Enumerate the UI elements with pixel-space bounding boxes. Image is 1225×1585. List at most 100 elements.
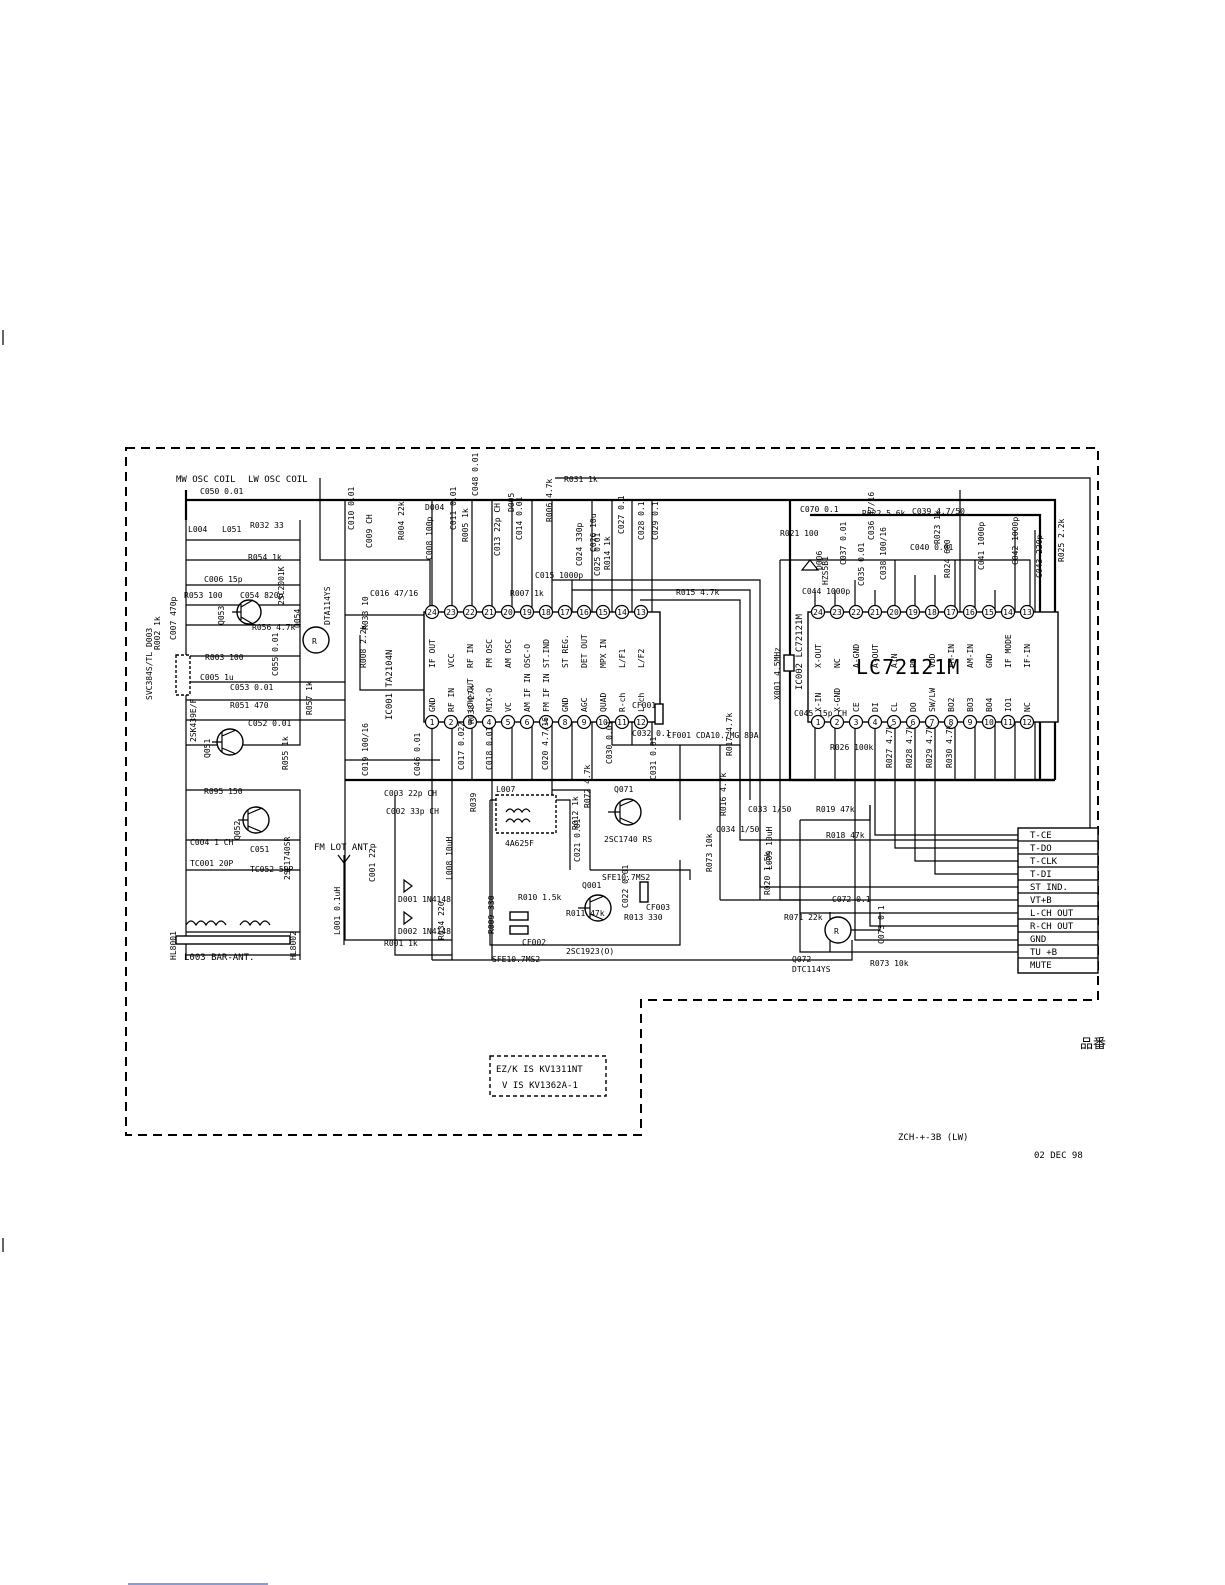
svg-text:Q072: Q072 [792, 955, 811, 964]
side-mark: 品番 [1080, 1037, 1106, 1052]
ic001-pin-number: 13 [636, 608, 646, 617]
ic002-top-pins: 24X-OUT23NC22A-GND21A-OUT20AIN19PD18VDD1… [810, 604, 1035, 668]
ic001-pin-function: GND [561, 697, 570, 712]
component-label: R001 1k [384, 939, 418, 948]
ic002-pin-number: 3 [854, 718, 859, 727]
ic002-pin-function: A-GND [852, 644, 861, 668]
ic002-pin-function: AIN [890, 653, 899, 668]
ic002-pin-number: 2 [835, 718, 840, 727]
ic002-pin-function: X-OUT [814, 644, 823, 668]
component-label: R056 4.7k [252, 623, 296, 632]
svg-text:DTC114YS: DTC114YS [792, 965, 831, 974]
component-label: TC001 20P [190, 859, 234, 868]
ic001-pin-13: 13L/F2 [633, 604, 649, 668]
component-label: C048 0.01 [471, 452, 480, 496]
component-label: R034 220 [437, 901, 446, 940]
component-label: R015 4.7k [676, 588, 720, 597]
ic001-pin-number: 11 [617, 718, 627, 727]
svg-text:HZS5B1: HZS5B1 [821, 556, 830, 585]
coil-label-lw: LW OSC COIL [248, 475, 308, 485]
antenna-section: FM LOT ANT. L001 0.1uH L003 BAR-ANT. HL8… [169, 826, 774, 963]
component-label: C026 10u [589, 513, 598, 552]
svg-text:2SK439E/F: 2SK439E/F [189, 698, 198, 742]
connector-pin-gnd: GND [1030, 935, 1046, 945]
component-label: R028 4.7k [905, 724, 914, 768]
ic002-pin-number: 13 [1022, 608, 1032, 617]
ic002-pin-function: CL [890, 702, 899, 712]
connector-pin-t-do: T-DO [1030, 844, 1052, 854]
svg-text:Q054: Q054 [293, 609, 302, 628]
ic002: IC002 LC72121M LC72121M 24X-OUT23NC22A-G… [795, 604, 1059, 730]
ic001-pin-number: 22 [465, 608, 475, 617]
svg-text:DTA114YS: DTA114YS [323, 586, 332, 625]
svg-text:L001 0.1uH: L001 0.1uH [333, 887, 342, 935]
component-label: C041 1000p [977, 522, 986, 570]
ic001-pin-number: 7 [544, 718, 549, 727]
component-label: R025 2.2k [1057, 518, 1066, 562]
component-label: C036 47/16 [867, 492, 876, 540]
ic001-pin-function: MPX IN [599, 639, 608, 668]
svg-text:L007: L007 [496, 785, 515, 794]
component-label: R055 1k [281, 736, 290, 770]
svg-text:D001 1N4148: D001 1N4148 [398, 895, 451, 904]
component-label: C013 22p CH [493, 503, 502, 556]
component-label: R024 680 [943, 539, 952, 578]
ic001-pin-function: RF IN [447, 688, 456, 712]
component-label: C018 0.01 [485, 726, 494, 770]
component-label: R011 47k [566, 909, 605, 918]
ic001-pin-function: ST REG. [561, 634, 570, 668]
ic001-pin-7: 7FM IF IN [538, 673, 554, 730]
ic001-pin-function: L/F2 [637, 649, 646, 668]
component-label: R020 1.5k [763, 851, 772, 895]
component-label: R030 4.7k [945, 724, 954, 768]
model-note-line1: EZ/K IS KV1311NT [496, 1065, 583, 1075]
ic001-pin-number: 2 [449, 718, 454, 727]
connector-pin-t-di: T-DI [1030, 870, 1052, 880]
ic001-pin-number: 9 [582, 718, 587, 727]
component-label: R012 1k [571, 796, 580, 830]
ic001-pin-function: QUAD [599, 693, 608, 712]
component-label: R018 47k [826, 831, 865, 840]
component-label: C044 1000p [802, 587, 850, 596]
ic001-pin-function: R-ch [618, 693, 627, 712]
ic001-pin-number: 18 [541, 608, 551, 617]
svg-text:SFE10.7MS2: SFE10.7MS2 [492, 955, 540, 964]
ic001-pin-number: 19 [522, 608, 532, 617]
component-label: C039 4.7/50 [912, 507, 965, 516]
component-label: R004 22k [397, 501, 406, 540]
component-label: C008 100p [425, 516, 434, 560]
svg-text:R: R [312, 637, 317, 646]
ic002-pin-number: 17 [946, 608, 956, 617]
component-label: C051 [250, 845, 269, 854]
transistor-q001: Q001 2SC1923(O) [566, 881, 614, 956]
svg-text:2SC1740 RS: 2SC1740 RS [604, 835, 652, 844]
component-label: C034 1/50 [716, 825, 760, 834]
svg-text:D002 1N4148: D002 1N4148 [398, 927, 451, 936]
ic002-pin-number: 11 [1003, 718, 1013, 727]
ic001-pin-function: VC [504, 702, 513, 712]
ic002-pin-1: 1X-IN [810, 693, 826, 730]
component-label: C001 22p [368, 843, 377, 882]
component-label: D005 [507, 493, 516, 512]
ic001-pin-function: MIX-O [485, 688, 494, 712]
component-label: C021 0.01 [573, 818, 582, 862]
ic002-pin-number: 9 [968, 718, 973, 727]
component-label: C022 0.01 [621, 864, 630, 908]
component-label: C028 0.1 [637, 501, 646, 540]
svg-text:Q071: Q071 [614, 785, 633, 794]
component-label: R010 1.5k [518, 893, 562, 902]
component-label: R026 100k [830, 743, 874, 752]
component-label: R002 1k [153, 616, 162, 650]
